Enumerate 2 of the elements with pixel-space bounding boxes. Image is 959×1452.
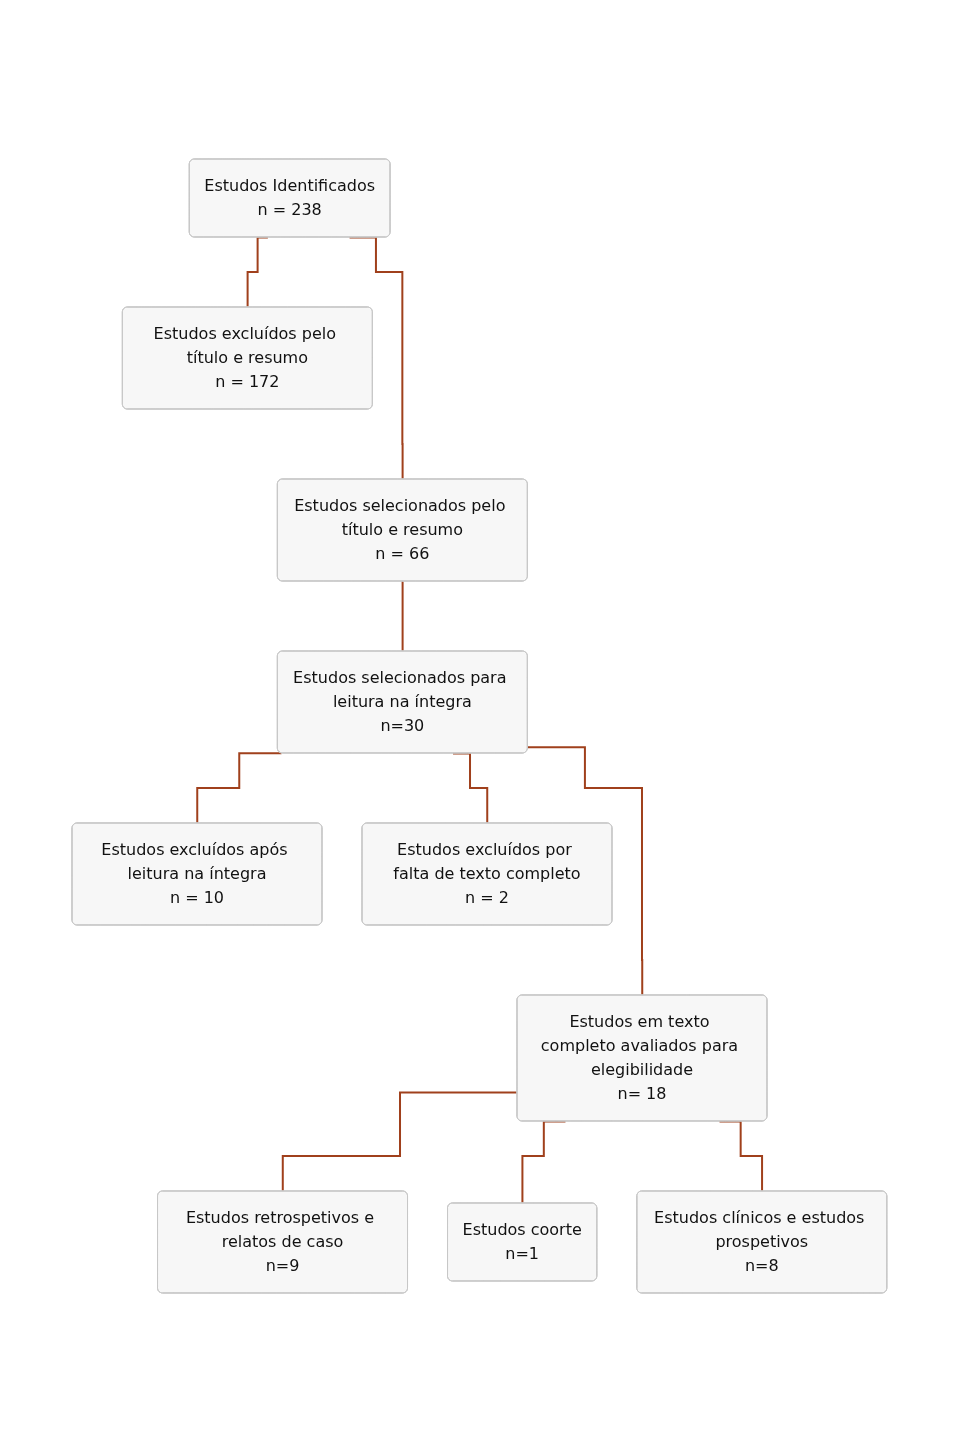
connector	[196, 752, 283, 825]
connector	[401, 580, 404, 653]
